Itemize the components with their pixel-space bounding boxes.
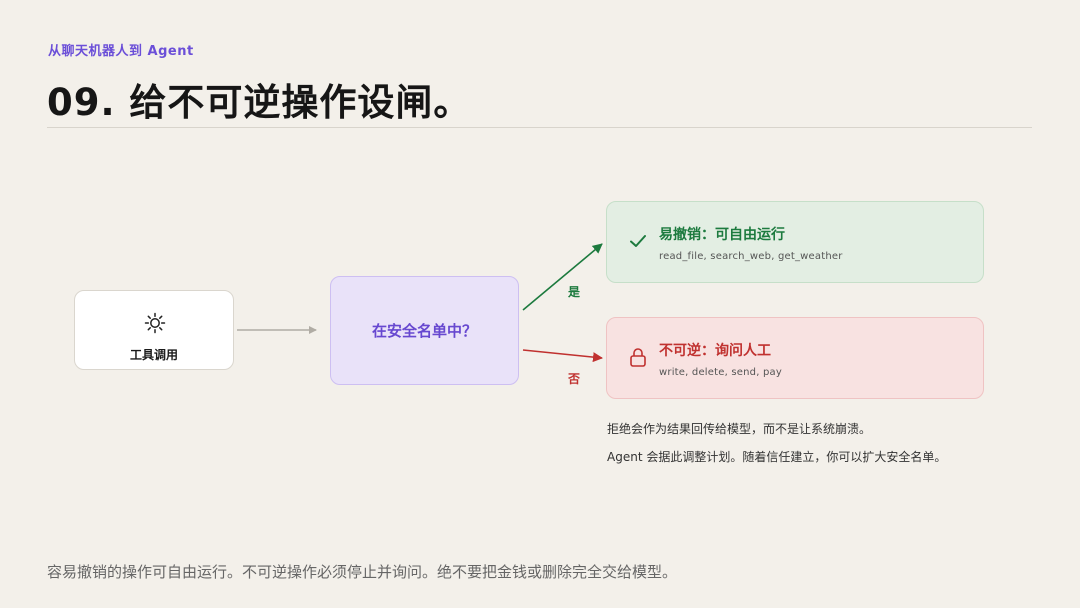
- irreversible-outcome-node: 不可逆：询问人工 write, delete, send, pay: [606, 317, 984, 399]
- rejection-note: 拒绝会作为结果回传给模型，而不是让系统崩溃。: [607, 422, 872, 436]
- arrow-no-branch: [522, 349, 603, 363]
- arrow-yes-branch: [522, 243, 603, 311]
- gear-icon: [144, 312, 166, 334]
- safelist-decision-node: 在安全名单中？: [330, 276, 519, 385]
- no-branch-label: 否: [568, 372, 581, 386]
- tool-call-label: 工具调用: [129, 348, 178, 362]
- reversible-outcome-title: 易撤销：可自由运行: [659, 227, 785, 243]
- lock-icon: [630, 348, 646, 367]
- tool-call-node: 工具调用: [74, 290, 234, 370]
- reversible-outcome-tools: read_file, search_web, get_weather: [659, 251, 843, 262]
- reversible-outcome-node: 易撤销：可自由运行 read_file, search_web, get_wea…: [606, 201, 984, 283]
- title-divider: [47, 127, 1032, 128]
- footer-summary: 容易撤销的操作可自由运行。不可逆操作必须停止并询问。绝不要把金钱或删除完全交给模…: [47, 563, 678, 581]
- kicker: 从聊天机器人到 Agent: [48, 44, 194, 59]
- check-icon: [630, 235, 646, 247]
- irreversible-outcome-tools: write, delete, send, pay: [659, 367, 782, 378]
- yes-branch-label: 是: [568, 285, 581, 299]
- irreversible-outcome-title: 不可逆：询问人工: [659, 343, 771, 359]
- decision-label: 在安全名单中？: [371, 322, 477, 340]
- safelist-expansion-note: Agent 会据此调整计划。随着信任建立，你可以扩大安全名单。: [607, 450, 947, 464]
- page-title: 09. 给不可逆操作设闸。: [47, 81, 472, 124]
